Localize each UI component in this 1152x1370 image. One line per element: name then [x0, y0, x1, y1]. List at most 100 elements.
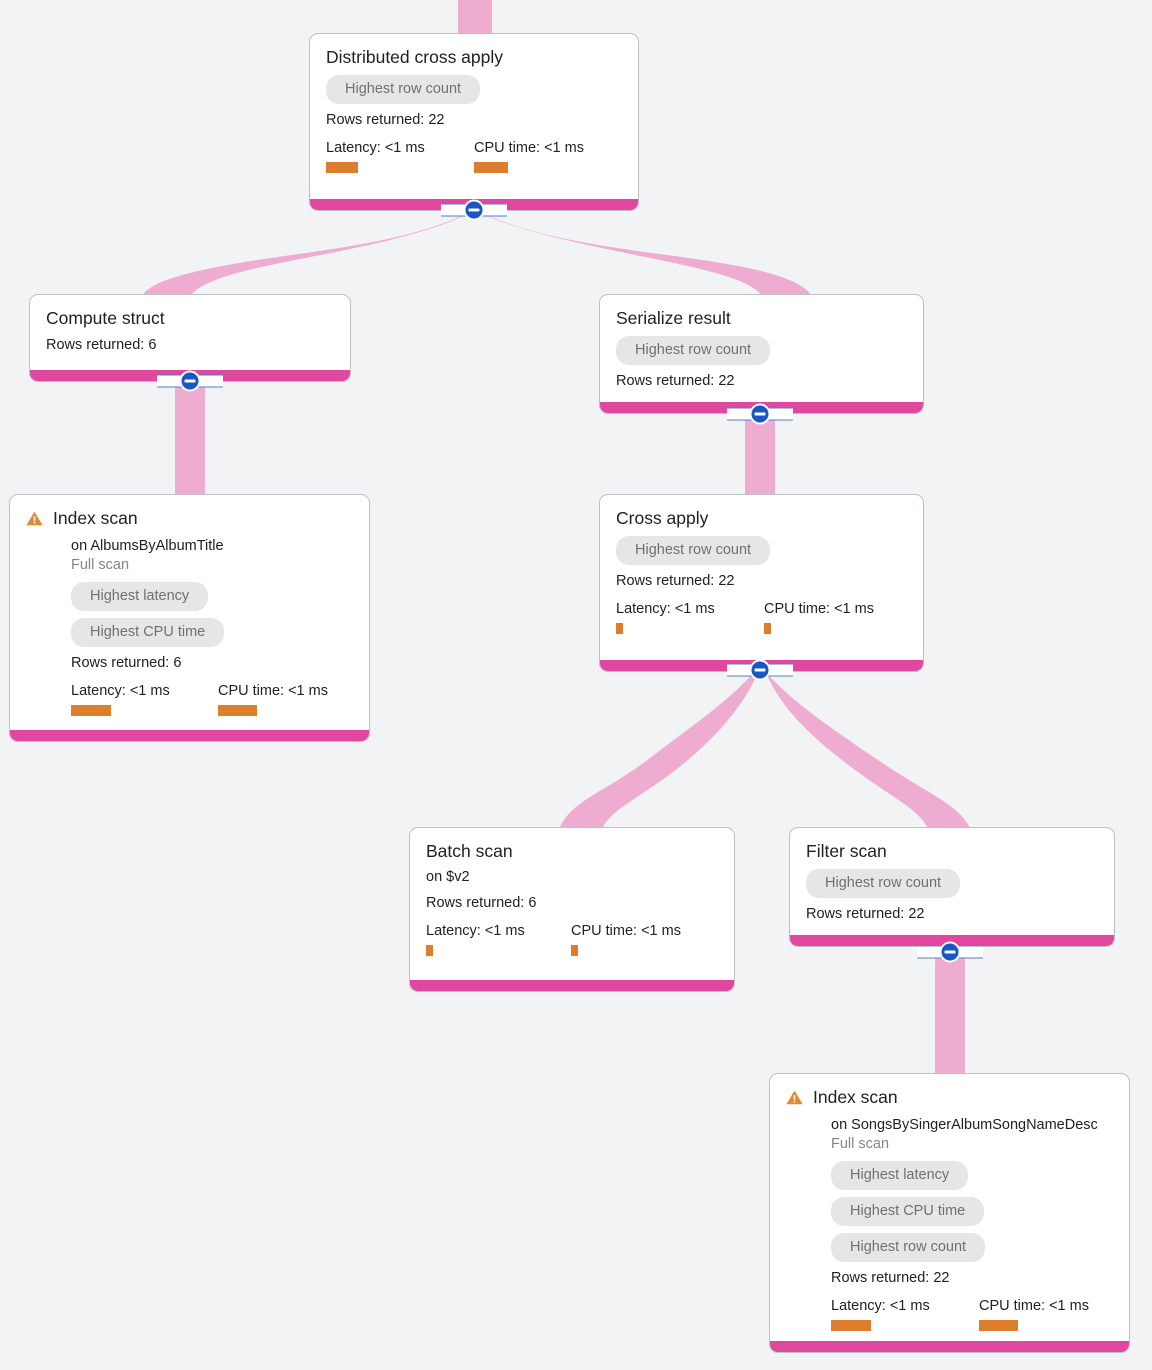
node-accent-bar — [770, 1341, 1129, 1352]
badge-highest-row-count: Highest row count — [616, 536, 771, 565]
metric-cpu-time: CPU time: <1 ms — [474, 139, 584, 173]
plan-node-batch-scan[interactable]: Batch scan on $v2 Rows returned: 6 Laten… — [409, 827, 735, 992]
warning-triangle-icon — [786, 1090, 803, 1110]
metric-latency: Latency: <1 ms — [71, 682, 218, 716]
warning-triangle-icon — [26, 511, 43, 531]
node-header: Cross apply — [616, 508, 907, 529]
badge-highest-row-count: Highest row count — [806, 869, 961, 898]
plan-node-index-scan-albums[interactable]: Index scan on AlbumsByAlbumTitle Full sc… — [9, 494, 370, 742]
scan-target: on SongsBySingerAlbumSongNameDesc — [831, 1117, 1098, 1133]
node-badges: Highest row count — [831, 1226, 1113, 1262]
rows-returned: Rows returned: 22 — [831, 1270, 950, 1286]
metric-cpu-bar — [979, 1320, 1018, 1331]
node-metrics: Latency: <1 ms CPU time: <1 ms — [426, 922, 718, 956]
metric-cpu-bar — [764, 623, 771, 634]
node-accent-bar — [790, 935, 1114, 946]
metric-latency-label: Latency: <1 ms — [616, 601, 715, 617]
plan-node-serialize-result[interactable]: Serialize result Highest row count Rows … — [599, 294, 924, 414]
collapse-toggle-filter-scan[interactable] — [917, 941, 983, 963]
node-header: Index scan — [786, 1087, 1113, 1110]
edge-root-to-compute-struct — [142, 210, 474, 296]
edge-cross-apply-to-filter-scan — [762, 668, 972, 832]
node-title: Filter scan — [806, 841, 887, 861]
scan-type: Full scan — [831, 1136, 890, 1152]
node-header: Serialize result — [616, 308, 907, 329]
metric-cpu-label: CPU time: <1 ms — [474, 140, 584, 156]
metric-cpu-bar — [218, 705, 257, 716]
minus-circle-icon[interactable] — [939, 941, 961, 963]
metric-cpu-label: CPU time: <1 ms — [218, 683, 328, 699]
node-title: Compute struct — [46, 308, 165, 328]
badge-highest-latency: Highest latency — [831, 1161, 969, 1190]
metric-latency-bar — [831, 1320, 871, 1331]
node-metrics: Latency: <1 ms CPU time: <1 ms — [71, 682, 353, 716]
scan-target: on AlbumsByAlbumTitle — [71, 538, 224, 554]
node-badges: Highest latency — [831, 1154, 1113, 1190]
node-title: Index scan — [813, 1087, 898, 1107]
edge-cross-apply-to-batch-scan — [558, 668, 760, 832]
rows-returned: Rows returned: 22 — [616, 373, 735, 389]
metric-latency-label: Latency: <1 ms — [326, 140, 425, 156]
node-title: Cross apply — [616, 508, 709, 528]
metric-cpu-bar — [474, 162, 508, 173]
node-title: Index scan — [53, 508, 138, 528]
edge-filter-scan-to-index-scan — [935, 945, 965, 1075]
badge-highest-row-count: Highest row count — [831, 1233, 986, 1262]
collapse-toggle-cross-apply[interactable] — [727, 659, 793, 681]
metric-latency-bar — [616, 623, 623, 634]
collapse-toggle-distributed-cross-apply[interactable] — [441, 199, 507, 221]
plan-node-compute-struct[interactable]: Compute struct Rows returned: 6 — [29, 294, 351, 382]
node-badges: Highest latency — [71, 575, 353, 611]
rows-returned: Rows returned: 6 — [71, 655, 182, 671]
plan-node-distributed-cross-apply[interactable]: Distributed cross apply Highest row coun… — [309, 33, 639, 211]
badge-highest-cpu-time: Highest CPU time — [831, 1197, 985, 1226]
metric-cpu-label: CPU time: <1 ms — [571, 923, 681, 939]
edge-compute-struct-to-index-scan — [175, 383, 205, 498]
node-details: on AlbumsByAlbumTitle Full scan Highest … — [71, 537, 353, 716]
metric-cpu-time: CPU time: <1 ms — [218, 682, 328, 716]
minus-circle-icon[interactable] — [463, 199, 485, 221]
metric-latency-label: Latency: <1 ms — [71, 683, 170, 699]
metric-latency: Latency: <1 ms — [831, 1297, 979, 1331]
plan-node-index-scan-songs[interactable]: Index scan on SongsBySingerAlbumSongName… — [769, 1073, 1130, 1353]
minus-circle-icon[interactable] — [749, 403, 771, 425]
collapse-toggle-serialize-result[interactable] — [727, 403, 793, 425]
node-badges: Highest row count — [326, 68, 622, 104]
node-badges: Highest row count — [806, 862, 1098, 898]
node-accent-bar — [410, 980, 734, 991]
node-badges: Highest row count — [616, 529, 907, 565]
metric-latency: Latency: <1 ms — [326, 139, 474, 173]
node-header: Batch scan — [426, 841, 718, 862]
edge-serialize-result-to-cross-apply — [745, 415, 775, 498]
node-details: on SongsBySingerAlbumSongNameDesc Full s… — [831, 1116, 1113, 1331]
node-metrics: Latency: <1 ms CPU time: <1 ms — [326, 139, 622, 173]
node-badges: Highest CPU time — [831, 1190, 1113, 1226]
metric-cpu-label: CPU time: <1 ms — [979, 1298, 1089, 1314]
collapse-toggle-compute-struct[interactable] — [157, 370, 223, 392]
plan-node-cross-apply[interactable]: Cross apply Highest row count Rows retur… — [599, 494, 924, 672]
node-accent-bar — [10, 730, 369, 741]
edge-root-inlet — [458, 0, 492, 36]
minus-circle-icon[interactable] — [179, 370, 201, 392]
badge-highest-cpu-time: Highest CPU time — [71, 618, 225, 647]
metric-latency-bar — [426, 945, 433, 956]
node-title: Distributed cross apply — [326, 47, 504, 67]
metric-latency-bar — [326, 162, 358, 173]
metric-latency-bar — [71, 705, 111, 716]
metric-cpu-time: CPU time: <1 ms — [571, 922, 681, 956]
badge-highest-row-count: Highest row count — [326, 75, 481, 104]
metric-latency: Latency: <1 ms — [426, 922, 571, 956]
rows-returned: Rows returned: 22 — [326, 112, 445, 128]
badge-highest-row-count: Highest row count — [616, 336, 771, 365]
node-badges: Highest row count — [616, 329, 907, 365]
node-metrics: Latency: <1 ms CPU time: <1 ms — [616, 600, 907, 634]
node-header: Filter scan — [806, 841, 1098, 862]
minus-circle-icon[interactable] — [749, 659, 771, 681]
rows-returned: Rows returned: 6 — [46, 337, 157, 353]
metric-cpu-time: CPU time: <1 ms — [979, 1297, 1089, 1331]
metric-latency-label: Latency: <1 ms — [831, 1298, 930, 1314]
plan-node-filter-scan[interactable]: Filter scan Highest row count Rows retur… — [789, 827, 1115, 947]
node-badges: Highest CPU time — [71, 611, 353, 647]
node-title: Batch scan — [426, 841, 513, 861]
